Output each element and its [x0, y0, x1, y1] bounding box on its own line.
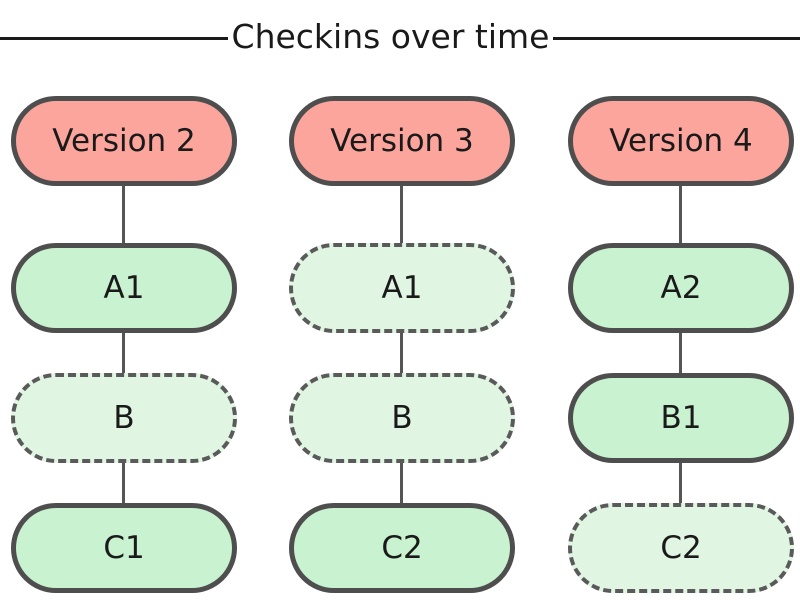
- file-node: B1: [568, 373, 794, 463]
- version-node: Version 4: [568, 96, 794, 186]
- file-node: C2: [289, 503, 515, 593]
- connector-line: [122, 333, 125, 373]
- connector-line: [679, 333, 682, 373]
- version-node: Version 3: [289, 96, 515, 186]
- version-column-2: Version 3 A1 B C2: [289, 0, 515, 600]
- file-node: B: [11, 373, 237, 463]
- connector-line: [122, 463, 125, 503]
- file-node: C1: [11, 503, 237, 593]
- connector-line: [400, 333, 403, 373]
- connector-line: [400, 186, 403, 243]
- file-node: C2: [568, 503, 794, 593]
- file-node: A2: [568, 243, 794, 333]
- diagram-header: Checkins over time: [0, 0, 800, 76]
- connector-line: [400, 463, 403, 503]
- version-node: Version 2: [11, 96, 237, 186]
- connector-line: [679, 463, 682, 503]
- version-column-3: Version 4 A2 B1 C2: [568, 0, 794, 600]
- header-rule-left: [0, 37, 228, 40]
- file-node: B: [289, 373, 515, 463]
- connector-line: [679, 186, 682, 243]
- header-rule-right: [553, 37, 800, 40]
- diagram-title: Checkins over time: [231, 17, 550, 56]
- connector-line: [122, 186, 125, 243]
- file-node: A1: [11, 243, 237, 333]
- file-node: A1: [289, 243, 515, 333]
- version-column-1: Version 2 A1 B C1: [11, 0, 237, 600]
